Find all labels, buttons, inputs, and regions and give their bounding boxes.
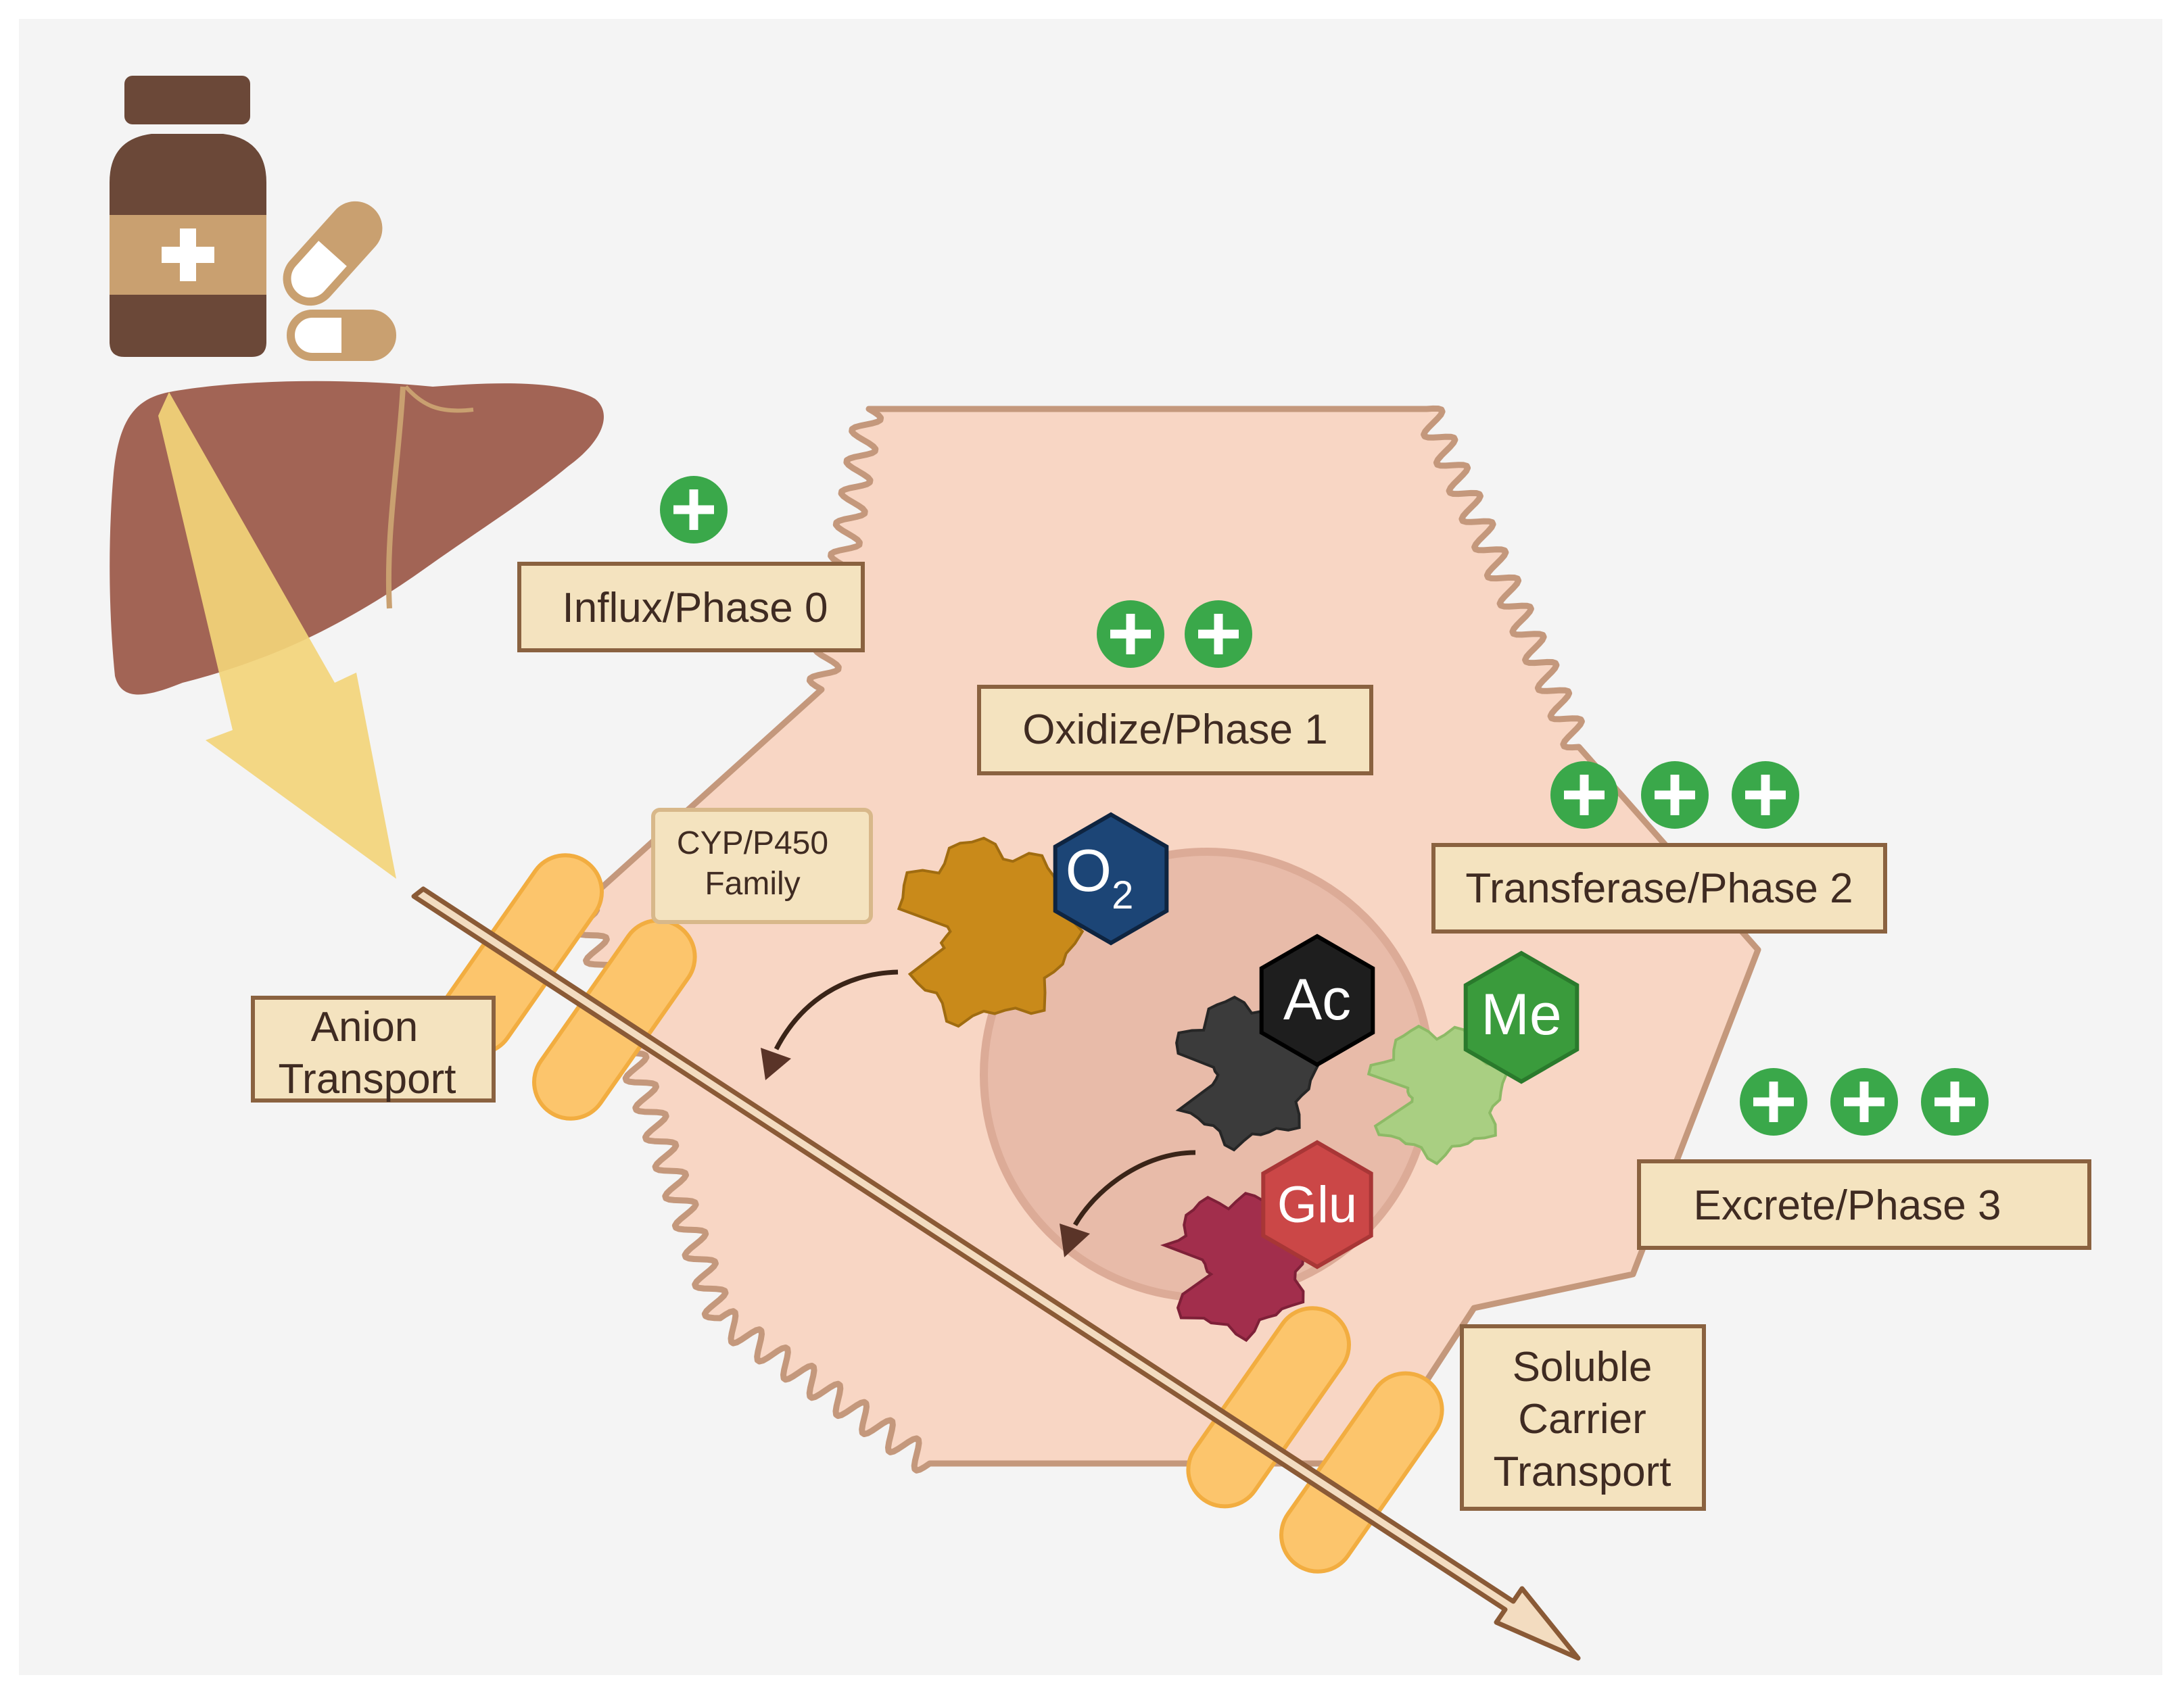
oxidation-product-arrow bbox=[761, 969, 899, 1080]
svg-text:Influx/Phase 0: Influx/Phase 0 bbox=[563, 585, 828, 631]
label-transferase-phase-2: Transferase/Phase 2 bbox=[1431, 843, 1887, 934]
acetyl-badge: Ac bbox=[1259, 934, 1375, 1067]
svg-text:Soluble: Soluble bbox=[1513, 1344, 1653, 1390]
svg-text:Excrete/Phase 3: Excrete/Phase 3 bbox=[1694, 1182, 2001, 1229]
svg-text:Carrier: Carrier bbox=[1518, 1396, 1646, 1443]
svg-text:Me: Me bbox=[1481, 982, 1561, 1047]
plus-circle-icon bbox=[1830, 1068, 1898, 1136]
plus-circle-icon bbox=[1921, 1068, 1989, 1136]
plus-group-phase-0 bbox=[660, 476, 728, 543]
plus-group-phase-2 bbox=[1550, 761, 1799, 829]
svg-text:Glu: Glu bbox=[1277, 1176, 1357, 1234]
svg-text:CYP/P450: CYP/P450 bbox=[677, 825, 828, 861]
oxygen-badge: O2 bbox=[1053, 812, 1169, 946]
medicine-bottle-icon bbox=[110, 76, 266, 357]
plus-circle-icon bbox=[1740, 1068, 1807, 1136]
capsule-icon bbox=[283, 201, 396, 361]
label-influx-phase-0: Influx/Phase 0 bbox=[517, 562, 865, 652]
soluble-carrier-transporter bbox=[1186, 1306, 1444, 1574]
methyl-badge: Me bbox=[1463, 950, 1580, 1084]
plus-circle-icon bbox=[1185, 600, 1252, 668]
plus-group-phase-1 bbox=[1097, 600, 1252, 668]
transport-arrow bbox=[411, 886, 1581, 1661]
svg-text:Transport: Transport bbox=[1493, 1449, 1671, 1495]
conjugation-product-arrow bbox=[1060, 1150, 1196, 1257]
svg-text:Transferase/Phase 2: Transferase/Phase 2 bbox=[1465, 865, 1853, 912]
svg-text:Transport: Transport bbox=[278, 1056, 456, 1103]
cyp-enzyme bbox=[897, 836, 1085, 1028]
plus-circle-icon bbox=[1641, 761, 1709, 829]
glucuronide-badge: Glu bbox=[1261, 1140, 1373, 1269]
svg-text:Oxidize/Phase 1: Oxidize/Phase 1 bbox=[1022, 706, 1327, 753]
svg-text:Anion: Anion bbox=[311, 1004, 419, 1050]
plus-circle-icon bbox=[1550, 761, 1618, 829]
plus-group-phase-3 bbox=[1740, 1068, 1989, 1136]
label-anion-transport: Anion Transport bbox=[251, 996, 496, 1103]
svg-text:Family: Family bbox=[705, 866, 800, 902]
plus-circle-icon bbox=[1097, 600, 1164, 668]
label-soluble-carrier-transport: Soluble Carrier Transport bbox=[1460, 1324, 1706, 1511]
drug-uptake-arrow bbox=[158, 392, 396, 879]
plus-circle-icon bbox=[660, 476, 728, 543]
svg-text:O2: O2 bbox=[1066, 837, 1134, 917]
label-excrete-phase-3: Excrete/Phase 3 bbox=[1637, 1159, 2091, 1250]
cell-membrane-outline bbox=[573, 405, 1761, 1474]
svg-text:Ac: Ac bbox=[1283, 967, 1351, 1032]
plus-circle-icon bbox=[1732, 761, 1799, 829]
label-oxidize-phase-1: Oxidize/Phase 1 bbox=[977, 685, 1373, 775]
label-cyp-p450-family: CYP/P450 Family bbox=[651, 808, 873, 924]
